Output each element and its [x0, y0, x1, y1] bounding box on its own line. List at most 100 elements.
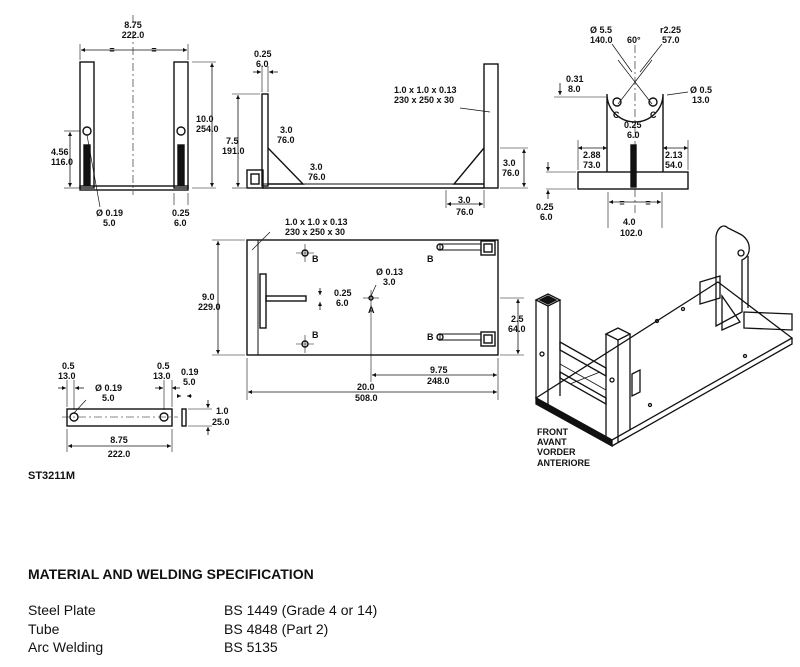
front-hole-mm: 5.0: [103, 218, 116, 228]
plan-hole-mm: 3.0: [383, 277, 396, 287]
isometric-view: [534, 225, 794, 448]
end-slot-mm: 6.0: [627, 130, 640, 140]
plan-mark-b-br: B: [427, 332, 434, 342]
end-radius-imp: r2.25: [660, 25, 681, 35]
side-tube-imp: 1.0 x 1.0 x 0.13: [394, 85, 457, 95]
side-gusset-b-imp: 3.0: [310, 162, 323, 172]
spec-value: BS 5135: [224, 639, 278, 655]
front-wall-mm: 6.0: [174, 218, 187, 228]
plan-length-imp: 20.0: [357, 382, 375, 392]
strap-thk-mm: 5.0: [183, 377, 196, 387]
front-height-imp: 10.0: [196, 114, 214, 124]
plan-view: [212, 231, 524, 400]
end-mark-c-right: C: [650, 110, 657, 120]
spec-value: BS 4848 (Part 2): [224, 621, 329, 637]
end-base-w-mm: 102.0: [620, 228, 643, 238]
end-right-w-mm: 54.0: [665, 160, 683, 170]
side-plate-imp: 0.25: [254, 49, 272, 59]
spec-label: Tube: [28, 621, 60, 637]
plan-mark-b-bl: B: [312, 330, 319, 340]
front-equal-left: =: [109, 45, 114, 55]
strap-thk-imp: 0.19: [181, 367, 199, 377]
plan-rib-mm: 6.0: [336, 298, 349, 308]
strap-hole-imp: Ø 0.19: [95, 383, 122, 393]
strap-view: [58, 380, 212, 452]
end-base-thk-imp: 0.25: [536, 202, 554, 212]
strap-end-right-mm: 13.0: [153, 371, 171, 381]
side-bottom-mm: 76.0: [456, 207, 474, 217]
end-base-thk-mm: 6.0: [540, 212, 553, 222]
front-hole-imp: Ø 0.19: [96, 208, 123, 218]
spec-row-tube: Tube BS 4848 (Part 2): [28, 621, 328, 637]
strap-end-left-mm: 13.0: [58, 371, 76, 381]
front-label-2: AVANT: [537, 437, 567, 447]
end-hole-small-imp: Ø 0.5: [690, 85, 712, 95]
spec-label: Arc Welding: [28, 639, 104, 655]
side-view: [232, 63, 528, 208]
strap-hole-mm: 5.0: [102, 393, 115, 403]
spec-title: MATERIAL AND WELDING SPECIFICATION: [28, 566, 314, 582]
spec-row-arc-welding: Arc Welding BS 5135: [28, 639, 278, 655]
front-width-mm: 222.0: [122, 30, 145, 40]
side-height-mm: 191.0: [222, 146, 245, 156]
end-hole-small-mm: 13.0: [692, 95, 710, 105]
side-tube-mm: 230 x 250 x 30: [394, 95, 454, 105]
strap-width-mm: 25.0: [212, 417, 230, 427]
spec-label: Steel Plate: [28, 602, 96, 618]
end-equal-left: =: [619, 198, 624, 208]
end-left-w-imp: 2.88: [583, 150, 601, 160]
end-base-w-imp: 4.0: [623, 217, 636, 227]
end-hole-large-mm: 140.0: [590, 35, 613, 45]
spec-row-steel-plate: Steel Plate BS 1449 (Grade 4 or 14): [28, 602, 377, 618]
end-angle: 60°: [627, 35, 641, 45]
end-hole-large-imp: Ø 5.5: [590, 25, 612, 35]
side-gusset-a-imp: 3.0: [280, 125, 293, 135]
side-gusset-a-mm: 76.0: [277, 135, 295, 145]
side-gusset-b-mm: 76.0: [308, 172, 326, 182]
side-right-h-mm: 76.0: [502, 168, 520, 178]
end-offset-mm: 8.0: [568, 84, 581, 94]
spec-value: BS 1449 (Grade 4 or 14): [224, 602, 378, 618]
plan-rib-imp: 0.25: [334, 288, 352, 298]
front-wall-imp: 0.25: [172, 208, 190, 218]
front-label-4: ANTERIORE: [537, 458, 590, 468]
side-plate-mm: 6.0: [256, 59, 269, 69]
plan-offset-x-mm: 248.0: [427, 376, 450, 386]
front-slot-imp: 4.56: [51, 147, 69, 157]
front-view: [64, 15, 216, 208]
end-equal-right: =: [645, 198, 650, 208]
strap-width-imp: 1.0: [216, 406, 229, 416]
end-radius-mm: 57.0: [662, 35, 680, 45]
plan-mark-b-tl: B: [312, 254, 319, 264]
end-offset-imp: 0.31: [566, 74, 584, 84]
plan-hole-imp: Ø 0.13: [376, 267, 403, 277]
plan-tube-imp: 1.0 x 1.0 x 0.13: [285, 217, 348, 227]
plan-tube-mm: 230 x 250 x 30: [285, 227, 345, 237]
front-slot-mm: 116.0: [51, 157, 73, 167]
end-right-w-imp: 2.13: [665, 150, 683, 160]
plan-offset-x-imp: 9.75: [430, 365, 448, 375]
strap-length-mm: 222.0: [108, 449, 131, 459]
plan-offset-y-imp: 2.5: [511, 314, 524, 324]
front-equal-right: =: [151, 45, 156, 55]
plan-mark-b-tr: B: [427, 254, 434, 264]
strap-end-right-imp: 0.5: [157, 361, 170, 371]
end-view: [546, 43, 689, 228]
front-label-3: VORDER: [537, 447, 576, 457]
front-height-mm: 254.0: [196, 124, 219, 134]
plan-offset-y-mm: 64.0: [508, 324, 526, 334]
plan-depth-mm: 229.0: [198, 302, 221, 312]
side-bottom-imp: 3.0: [458, 195, 471, 205]
strap-length-imp: 8.75: [110, 435, 128, 445]
plan-depth-imp: 9.0: [202, 292, 215, 302]
side-right-h-imp: 3.0: [503, 158, 516, 168]
end-left-w-mm: 73.0: [583, 160, 601, 170]
strap-end-left-imp: 0.5: [62, 361, 75, 371]
front-width-imp: 8.75: [124, 20, 142, 30]
front-label-1: FRONT: [537, 427, 568, 437]
end-mark-c-left: C: [613, 110, 620, 120]
end-slot-imp: 0.25: [624, 120, 642, 130]
drawing-code: ST3211M: [28, 470, 75, 482]
plan-mark-a: A: [368, 305, 375, 315]
